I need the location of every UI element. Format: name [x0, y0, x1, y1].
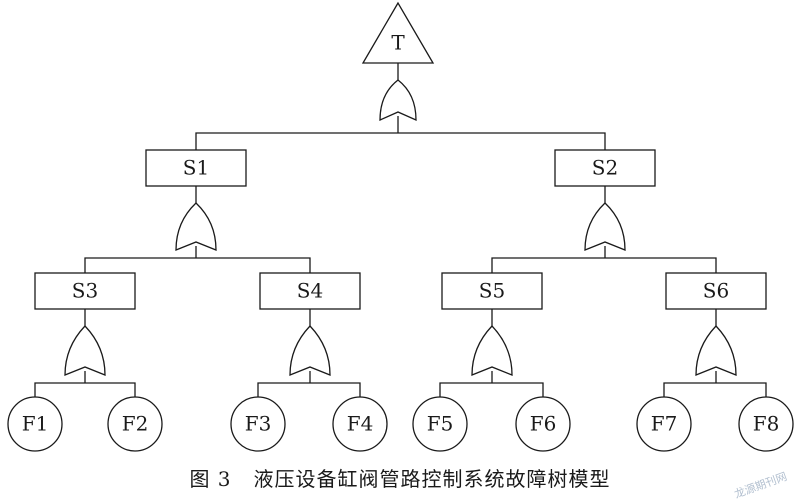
- basic-event-f3: [230, 396, 286, 452]
- connector-s3: [34, 382, 136, 397]
- node-s1: [145, 149, 247, 187]
- label-s5: S5: [479, 279, 505, 303]
- node-s2: [554, 149, 656, 187]
- figure-title: 液压设备缸阀管路控制系统故障树模型: [253, 467, 611, 491]
- or-gate-s5: [471, 325, 513, 376]
- label-top-event: T: [391, 31, 405, 55]
- label-f3: F3: [245, 412, 272, 436]
- basic-event-f5: [412, 396, 468, 452]
- basic-event-f7: [636, 396, 692, 452]
- or-gate-s3: [64, 325, 106, 376]
- label-s1: S1: [183, 156, 209, 180]
- label-s4: S4: [297, 279, 323, 303]
- label-f5: F5: [427, 412, 454, 436]
- figure-caption: 图 3 液压设备缸阀管路控制系统故障树模型: [0, 463, 800, 492]
- node-s3: [34, 272, 136, 310]
- connector-s4: [257, 382, 361, 397]
- or-gate-s6: [695, 325, 737, 376]
- label-f2: F2: [122, 412, 149, 436]
- label-f1: F1: [22, 412, 49, 436]
- connector-s6: [663, 382, 767, 397]
- connector-s1: [84, 257, 311, 273]
- basic-event-f2: [107, 396, 163, 452]
- or-gate-s2: [584, 202, 626, 251]
- label-f8: F8: [753, 412, 780, 436]
- label-f7: F7: [651, 412, 678, 436]
- basic-event-f6: [515, 396, 571, 452]
- connector-s2: [491, 257, 717, 273]
- label-s3: S3: [72, 279, 98, 303]
- basic-event-f4: [332, 396, 388, 452]
- or-gate-t: [379, 79, 417, 122]
- connector-s5: [439, 382, 544, 397]
- basic-event-f1: [7, 396, 63, 452]
- label-f4: F4: [347, 412, 374, 436]
- label-s6: S6: [703, 279, 729, 303]
- or-gate-s4: [289, 325, 331, 376]
- or-gate-s1: [175, 202, 217, 251]
- node-s5: [441, 272, 543, 310]
- label-s2: S2: [592, 156, 618, 180]
- connector-t-s: [195, 132, 606, 150]
- basic-event-f8: [738, 396, 794, 452]
- figure-number: 图 3: [189, 467, 232, 491]
- label-f6: F6: [530, 412, 557, 436]
- node-s6: [665, 272, 767, 310]
- node-s4: [259, 272, 361, 310]
